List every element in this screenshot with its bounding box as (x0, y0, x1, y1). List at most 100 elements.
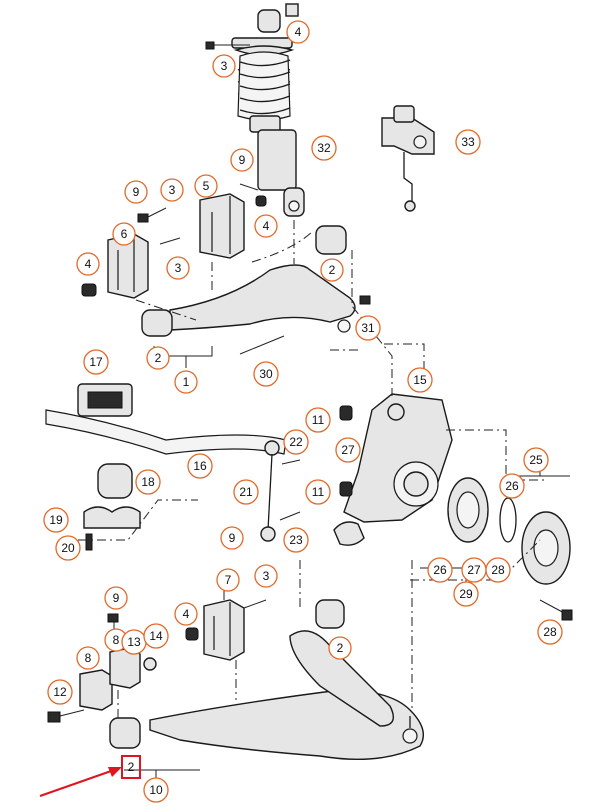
callout-number: 28 (491, 563, 505, 577)
callout-number: 11 (312, 413, 325, 427)
callout-ring (427, 557, 453, 583)
callout-c28a: 28 (485, 557, 511, 583)
callout-ring (305, 479, 331, 505)
callout-ring (254, 214, 278, 238)
callout-c9d: 9 (104, 586, 128, 610)
callout-c3c: 3 (166, 256, 190, 280)
callout-number: 26 (505, 479, 519, 493)
callout-c12: 12 (47, 679, 73, 705)
highlighted-part-label: 2 (121, 755, 141, 779)
callout-c4a: 4 (286, 20, 310, 44)
callout-c21: 21 (233, 479, 259, 505)
callout-c3a: 3 (212, 54, 236, 78)
callout-ring (455, 129, 481, 155)
callout-c5: 5 (194, 174, 218, 198)
callout-ring (254, 564, 278, 588)
callout-number: 8 (85, 651, 92, 665)
callout-ring (320, 258, 344, 282)
callout-number: 9 (133, 185, 140, 199)
callout-ring (283, 527, 309, 553)
callout-ring (335, 437, 361, 463)
callout-number: 14 (149, 629, 163, 643)
callout-ring (220, 526, 244, 550)
callout-c32: 32 (311, 135, 337, 161)
callout-number: 30 (259, 367, 273, 381)
callout-ring (355, 315, 381, 341)
red-arrow (39, 767, 122, 797)
lower-bracket (47, 572, 267, 723)
callout-c10: 10 (143, 777, 169, 803)
callout-ring (160, 178, 184, 202)
callout-number: 18 (141, 475, 155, 489)
callout-ring (174, 602, 198, 626)
callout-number: 4 (295, 25, 302, 39)
callout-ring (499, 473, 525, 499)
callout-number: 9 (113, 591, 120, 605)
callout-c9c: 9 (220, 526, 244, 550)
callout-ring (212, 54, 236, 78)
callout-number: 16 (193, 459, 207, 473)
callout-c8b: 8 (76, 646, 100, 670)
callout-number: 28 (543, 625, 557, 639)
callout-c2a: 2 (320, 258, 344, 282)
callout-ring (328, 636, 352, 660)
callout-ring (453, 581, 479, 607)
callout-number: 23 (289, 533, 303, 547)
callout-ring (83, 349, 109, 375)
callout-c27a: 27 (335, 437, 361, 463)
coupling-rod (260, 440, 301, 542)
callout-ring (286, 20, 310, 44)
callout-number: 9 (229, 531, 236, 545)
callout-ring (43, 507, 69, 533)
callout-c4c: 4 (76, 252, 100, 276)
callout-number: 3 (169, 183, 176, 197)
callout-ring (253, 361, 279, 387)
callout-ring (216, 568, 240, 592)
callout-number: 20 (61, 541, 75, 555)
highlight-number: 2 (128, 760, 135, 774)
steering-knuckle (333, 393, 453, 546)
callout-c4d: 4 (174, 602, 198, 626)
callout-number: 1 (183, 375, 190, 389)
callout-number: 12 (53, 685, 67, 699)
stabilizer-bar (45, 383, 287, 551)
callout-ring (523, 447, 549, 473)
callout-number: 21 (239, 485, 253, 499)
callout-c2c: 2 (328, 636, 352, 660)
callout-number: 22 (289, 435, 303, 449)
callout-ring (76, 646, 100, 670)
callout-number: 17 (89, 355, 103, 369)
callout-number: 26 (433, 563, 447, 577)
callout-ring (194, 174, 218, 198)
callout-ring (187, 453, 213, 479)
lower-wishbone (109, 599, 424, 761)
callout-number: 27 (467, 563, 481, 577)
callout-c11a: 11 (305, 407, 331, 433)
callout-c17: 17 (83, 349, 109, 375)
callout-c11b: 11 (305, 479, 331, 505)
callout-c25: 25 (523, 447, 549, 473)
callout-ring (104, 586, 128, 610)
callout-number: 3 (263, 569, 270, 583)
callout-c2b: 2 (146, 346, 170, 370)
callout-number: 2 (329, 263, 336, 277)
callout-c13: 13 (121, 629, 147, 655)
callout-number: 4 (85, 257, 92, 271)
callout-ring (311, 135, 337, 161)
callout-c3d: 3 (254, 564, 278, 588)
callout-c9a: 9 (124, 180, 148, 204)
callout-ring (112, 222, 136, 246)
callout-c3b: 3 (160, 178, 184, 202)
callout-ring (233, 479, 259, 505)
callout-c20: 20 (55, 535, 81, 561)
callout-number: 25 (529, 453, 543, 467)
callout-number: 10 (149, 783, 163, 797)
callout-c9b: 9 (230, 148, 254, 172)
callout-c22: 22 (283, 429, 309, 455)
callout-ring (76, 252, 100, 276)
callout-number: 15 (413, 373, 427, 387)
upper-wishbone (141, 225, 371, 355)
callout-c26a: 26 (499, 473, 525, 499)
callout-number: 27 (341, 443, 355, 457)
